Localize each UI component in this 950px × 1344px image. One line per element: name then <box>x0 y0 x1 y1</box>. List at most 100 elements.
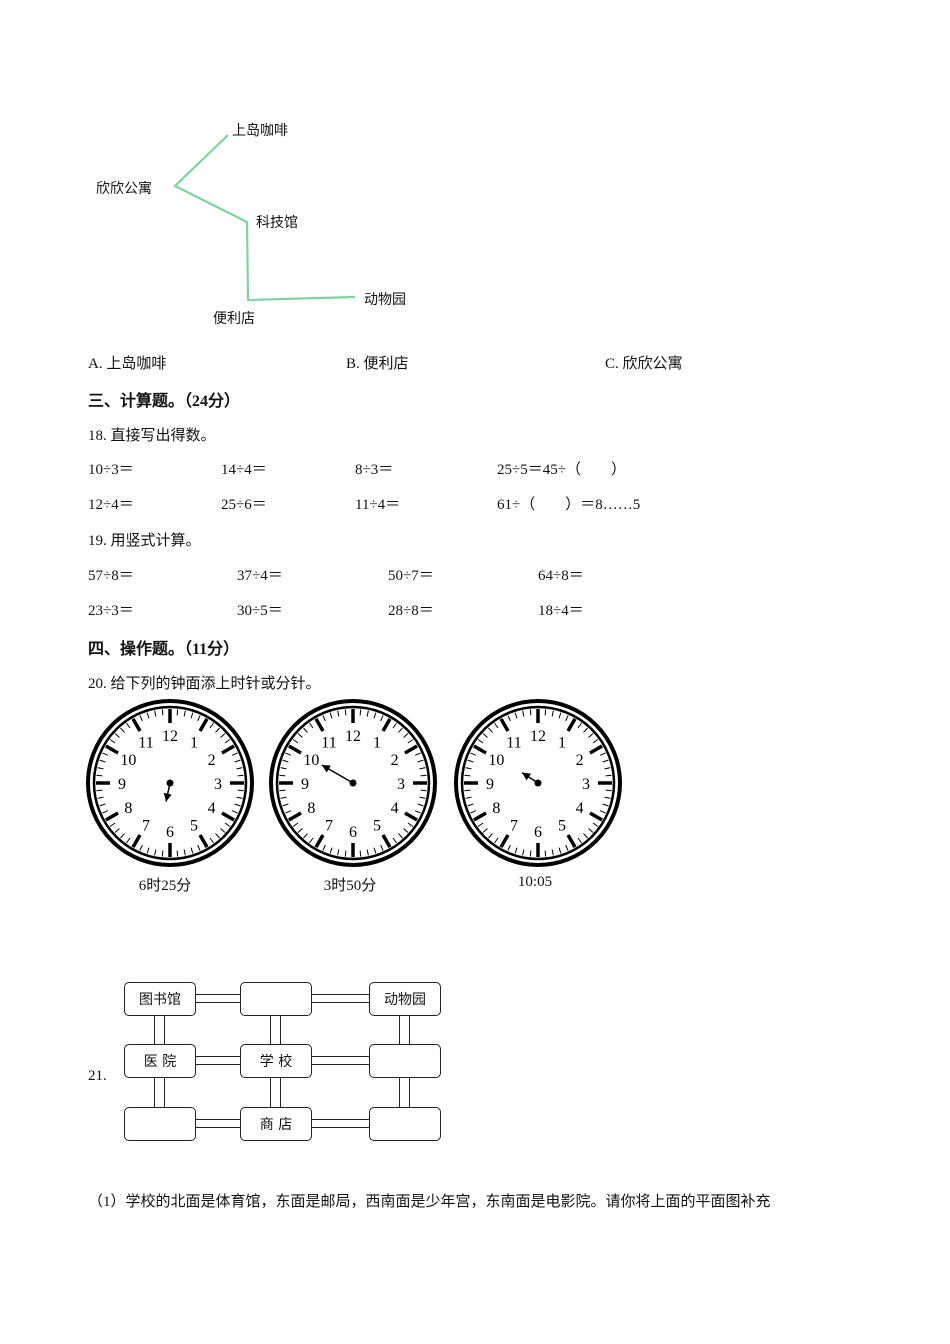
road <box>270 1016 281 1044</box>
clock-numeral: 12 <box>530 728 546 745</box>
clock-numeral: 8 <box>124 800 132 817</box>
clock-numeral: 11 <box>506 734 521 751</box>
clock-numeral: 3 <box>214 776 222 793</box>
place-label: 便利店 <box>213 312 255 327</box>
option-b[interactable]: B. 便利店 <box>346 356 409 372</box>
expression: 18÷4＝ <box>538 603 584 619</box>
clock-numeral: 3 <box>582 776 590 793</box>
clock-numeral: 6 <box>349 824 357 841</box>
expression: 28÷8＝ <box>388 603 434 619</box>
road <box>196 994 240 1003</box>
clock-caption: 10:05 <box>517 874 553 890</box>
road <box>270 1078 281 1107</box>
expression: 37÷4＝ <box>237 568 283 584</box>
plan-cell: 学 校 <box>240 1044 312 1078</box>
clock-numeral: 10 <box>120 752 136 769</box>
clock-numeral: 6 <box>166 824 174 841</box>
clock-numeral: 5 <box>558 818 566 835</box>
clock-numeral: 2 <box>208 752 216 769</box>
expression: 64÷8＝ <box>538 568 584 584</box>
option-c[interactable]: C. 欣欣公寓 <box>605 356 683 372</box>
clock-numeral: 8 <box>492 800 500 817</box>
expression: 25÷5＝45÷（ ） <box>497 462 626 478</box>
clock-numeral: 9 <box>301 776 309 793</box>
clock-numeral: 9 <box>486 776 494 793</box>
hand-arrow <box>522 772 531 781</box>
expression: 25÷6＝ <box>221 497 267 513</box>
question-number: 21. <box>88 1068 107 1084</box>
clock-numeral: 1 <box>373 734 381 751</box>
expression: 11÷4＝ <box>355 497 401 513</box>
clock-numeral: 3 <box>397 776 405 793</box>
question-title: 20. 给下列的钟面添上时针或分针。 <box>88 676 321 692</box>
expression: 8÷3＝ <box>355 462 394 478</box>
road <box>154 1078 165 1107</box>
route-line <box>173 134 356 302</box>
plan-cell <box>124 1107 196 1141</box>
expression: 14÷4＝ <box>221 462 267 478</box>
clock-numeral: 4 <box>391 800 399 817</box>
clock-numeral: 8 <box>307 800 315 817</box>
question-title: 19. 用竖式计算。 <box>88 533 201 549</box>
road <box>196 1056 240 1065</box>
clock-numeral: 12 <box>345 728 361 745</box>
road <box>196 1119 240 1128</box>
clock-numeral: 12 <box>162 728 178 745</box>
plan-cell: 医 院 <box>124 1044 196 1078</box>
expression: 30÷5＝ <box>237 603 283 619</box>
clock-numeral: 1 <box>190 734 198 751</box>
plan-cell <box>369 1107 441 1141</box>
clock-numeral: 5 <box>373 818 381 835</box>
hand-arrow <box>163 792 172 802</box>
road <box>399 1016 410 1044</box>
route-map <box>173 134 356 302</box>
clock-numeral: 10 <box>488 752 504 769</box>
clock-caption: 6时25分 <box>138 878 192 894</box>
plan-cell: 动物园 <box>369 982 441 1016</box>
place-label: 科技馆 <box>256 216 298 231</box>
clock-numeral: 5 <box>190 818 198 835</box>
road <box>312 994 369 1003</box>
road <box>154 1016 165 1044</box>
section-heading: 四、操作题。（11分） <box>88 641 240 658</box>
sub-question: （1）学校的北面是体育馆，东面是邮局，西南面是少年宫，东南面是电影院。请你将上面… <box>88 1194 771 1210</box>
expression: 23÷3＝ <box>88 603 134 619</box>
road <box>312 1119 369 1128</box>
place-label: 上岛咖啡 <box>232 124 288 139</box>
clock-numeral: 9 <box>118 776 126 793</box>
clock-numeral: 11 <box>321 734 336 751</box>
road <box>399 1078 410 1107</box>
plan-cell <box>240 982 312 1016</box>
expression: 57÷8＝ <box>88 568 134 584</box>
clock-numeral: 2 <box>391 752 399 769</box>
plan-cell: 图书馆 <box>124 982 196 1016</box>
plan-cell <box>369 1044 441 1078</box>
road <box>312 1056 369 1065</box>
clock-numeral: 4 <box>576 800 584 817</box>
clock-numeral: 1 <box>558 734 566 751</box>
place-label: 动物园 <box>364 293 406 308</box>
expression: 50÷7＝ <box>388 568 434 584</box>
expression: 10÷3＝ <box>88 462 134 478</box>
question-title: 18. 直接写出得数。 <box>88 428 216 444</box>
place-label: 欣欣公寓 <box>96 182 152 197</box>
expression: 61÷（ ）＝8……5 <box>497 497 641 513</box>
clock-numeral: 4 <box>208 800 216 817</box>
section-heading: 三、计算题。（24分） <box>88 393 241 410</box>
clock-numeral: 11 <box>138 734 153 751</box>
clock-numeral: 10 <box>303 752 319 769</box>
clock-caption: 3时50分 <box>323 878 377 894</box>
plan-cell: 商 店 <box>240 1107 312 1141</box>
clock-numeral: 7 <box>142 818 150 835</box>
clock-numeral: 7 <box>325 818 333 835</box>
clock-numeral: 6 <box>534 824 542 841</box>
clock-numeral: 7 <box>510 818 518 835</box>
hand-arrow <box>321 765 331 773</box>
option-a[interactable]: A. 上岛咖啡 <box>88 356 167 372</box>
clock-numeral: 2 <box>576 752 584 769</box>
